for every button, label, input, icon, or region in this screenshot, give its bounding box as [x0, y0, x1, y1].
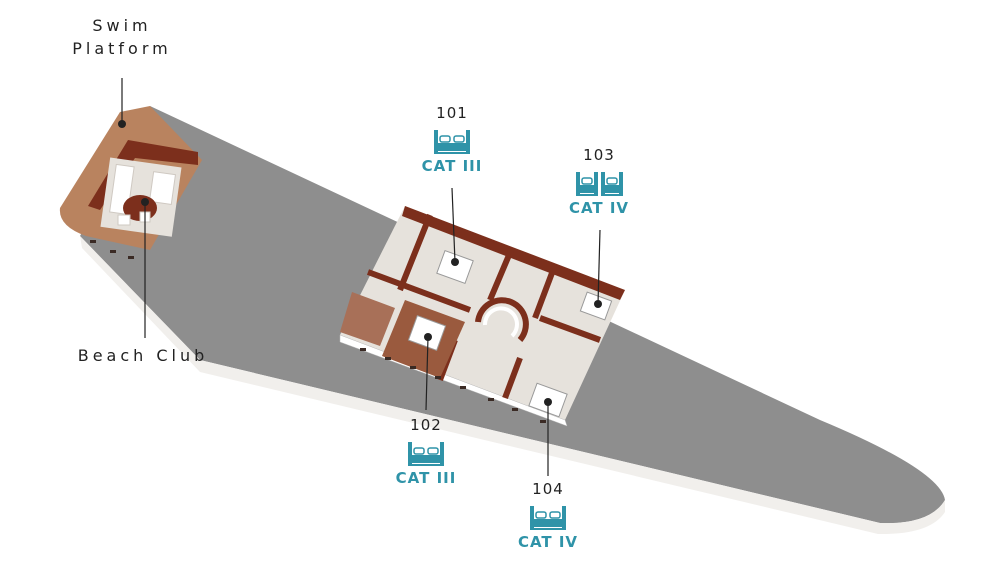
interior-wall: [366, 269, 472, 313]
leader-cabin-103: [597, 229, 601, 305]
marker-cabin-101: [451, 258, 459, 266]
marker-swim-platform: [118, 120, 126, 128]
cabin-number: 101: [436, 104, 468, 122]
beach-club-sofa-back: [148, 171, 177, 205]
marker-beach-club: [141, 198, 149, 206]
cabin-103-callout: 103 CAT IV: [539, 146, 659, 218]
cabin-category: CAT III: [395, 469, 457, 487]
twin-bed-icon: [575, 172, 598, 196]
cabin-104-callout: 104 CAT IV: [488, 480, 608, 552]
cabin-102-bed: [407, 315, 447, 351]
swim-platform-label-line1: Swim: [92, 16, 152, 35]
cabin-number: 104: [532, 480, 564, 498]
interior-wall: [532, 263, 558, 320]
cabin-block-outer-wall: [402, 206, 625, 300]
beach-club-walls: [88, 140, 198, 210]
cabin-102-callout: 102 CAT III: [366, 416, 486, 488]
cabin-beds: [392, 122, 512, 156]
leader-cabin-101: [451, 187, 456, 263]
cabin-category: CAT IV: [568, 199, 630, 217]
cabin-101-bed: [436, 249, 474, 285]
cabin-category: CAT IV: [517, 533, 579, 551]
marker-cabin-103: [594, 300, 602, 308]
cabin-beds: [488, 498, 608, 532]
cabin-beds: [366, 434, 486, 468]
double-bed-icon: [434, 130, 470, 154]
interior-wall: [502, 356, 523, 400]
spiral-stair: [475, 297, 529, 342]
leader-cabin-102: [425, 336, 429, 411]
swim-platform-label: Swim Platform: [62, 16, 182, 58]
portholes: [90, 240, 546, 423]
beach-club-chair: [117, 214, 131, 226]
cabin-101-callout: 101 CAT III: [392, 104, 512, 176]
beach-club-label: Beach Club: [77, 346, 209, 365]
spiral-stair-inner: [482, 306, 519, 338]
marker-cabin-102: [424, 333, 432, 341]
interior-wall: [487, 246, 515, 302]
twin-bed-icon: [600, 172, 623, 196]
double-bed-icon: [530, 506, 566, 530]
cabin-number: 103: [583, 146, 615, 164]
cabin-category: CAT III: [421, 157, 483, 175]
marker-cabin-104: [544, 398, 552, 406]
interior-wall: [538, 315, 602, 343]
double-bed-icon: [408, 442, 444, 466]
cabin-bathroom-floor: [340, 292, 395, 346]
interior-wall: [397, 213, 433, 292]
swim-platform-label-line2: Platform: [72, 39, 172, 58]
cabin-beds: [539, 164, 659, 198]
cabin-number: 102: [410, 416, 442, 434]
